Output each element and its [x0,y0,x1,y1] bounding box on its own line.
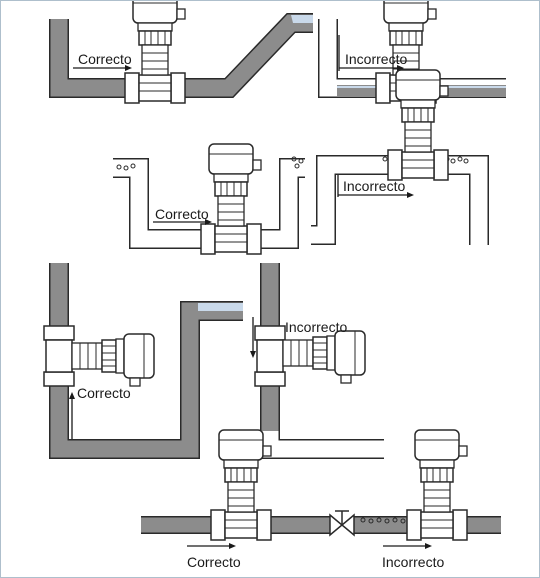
label-correcto-2: Correcto [155,206,209,222]
panel-incorrect-vertical-downflow: Incorrecto [250,263,384,459]
panel-correct-low-point: Correcto [49,1,313,104]
label-incorrecto-1: Incorrecto [345,51,407,67]
label-incorrecto-3: Incorrecto [285,319,347,335]
panel-correct-vertical-upflow: Correcto [43,263,243,459]
panel-correct-u-bend: Correcto [113,143,305,255]
label-correcto-1: Correcto [78,51,132,67]
label-correcto-3: Correcto [77,385,131,401]
panel-incorrect-high-point: Incorrecto [311,69,489,245]
label-correcto-4: Correcto [187,554,241,570]
label-incorrecto-4: Incorrecto [382,554,444,570]
panel-valve-line: Correcto Incorrecto [141,429,501,570]
label-incorrecto-2: Incorrecto [343,178,405,194]
